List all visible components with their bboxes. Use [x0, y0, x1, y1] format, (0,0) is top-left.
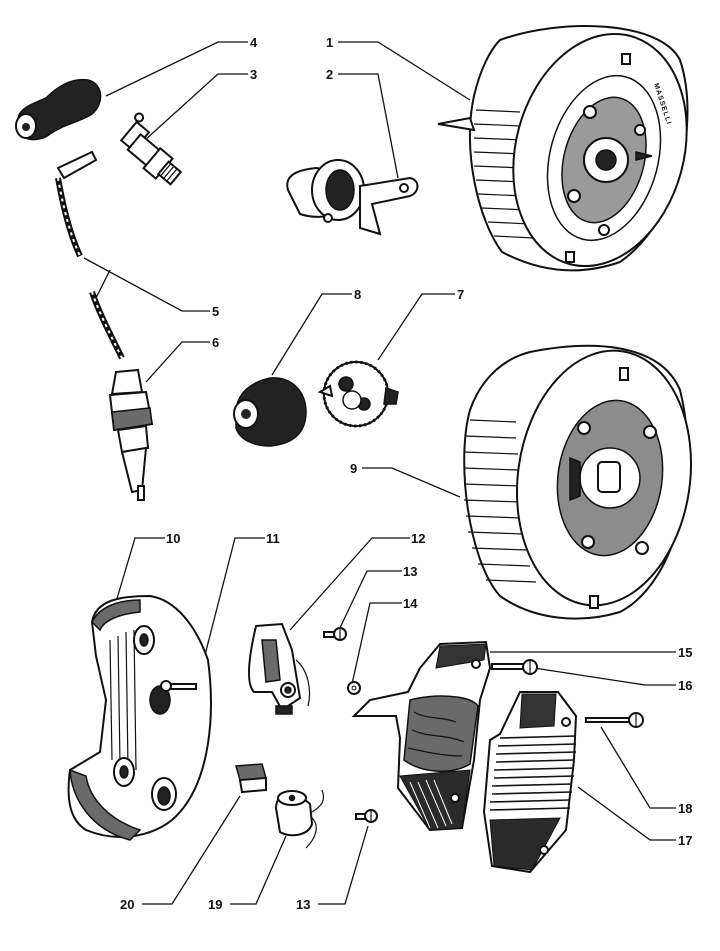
- part-1-flywheel-magneto: MASSELLI: [437, 25, 689, 272]
- part-8-rubber-boot: [233, 377, 307, 447]
- part-15-ignition-coil: [351, 640, 492, 832]
- leader-13a: [337, 570, 402, 633]
- callout-7: 7: [457, 287, 464, 302]
- callout-1: 1: [326, 35, 333, 50]
- callout-17: 17: [678, 833, 692, 848]
- leader-13b: [318, 825, 369, 905]
- part-10-stator-plate: [67, 594, 212, 841]
- leader-3: [144, 73, 248, 141]
- part-5-hv-lead: [55, 150, 125, 360]
- part-11-pivot-pin: [160, 680, 197, 692]
- leader-8: [271, 293, 352, 376]
- leader-18: [600, 726, 676, 809]
- callout-6: 6: [212, 335, 219, 350]
- leader-1: [338, 41, 471, 101]
- callout-10: 10: [166, 531, 180, 546]
- leader-lines: [83, 41, 676, 905]
- callout-2: 2: [326, 67, 333, 82]
- callout-4: 4: [250, 35, 258, 50]
- callout-13a: 13: [403, 564, 417, 579]
- callout-20: 20: [120, 897, 134, 912]
- callout-9: 9: [350, 461, 357, 476]
- part-3-spark-plug: [119, 112, 183, 186]
- flywheel-9-fins: [463, 419, 537, 583]
- part-13b-screw: [355, 809, 378, 823]
- callout-15: 15: [678, 645, 692, 660]
- part-20-felt-lubricator: [235, 763, 267, 794]
- leader-14: [351, 602, 402, 685]
- part-12-contact-breaker: [247, 622, 311, 715]
- callout-14: 14: [403, 596, 418, 611]
- leader-2: [338, 73, 399, 179]
- leader-20: [142, 795, 241, 905]
- callout-11: 11: [266, 531, 280, 546]
- leader-12: [289, 537, 410, 631]
- leader-5: [83, 257, 210, 312]
- leader-11: [195, 537, 265, 691]
- callout-labels: 4 3 1 2 5 6 8 7 9 10 11 12 13 14 15 16 1…: [120, 35, 692, 912]
- part-17-lighting-coil: [482, 691, 578, 874]
- callout-16: 16: [678, 678, 692, 693]
- part-6-suppressor-connector: [108, 368, 154, 501]
- part-2-cam-hub: [286, 159, 419, 236]
- callout-18: 18: [678, 801, 692, 816]
- leader-19: [230, 835, 287, 905]
- callout-8: 8: [354, 287, 361, 302]
- leader-17: [577, 786, 676, 841]
- leader-7: [377, 293, 455, 361]
- part-18-long-screw: [585, 712, 644, 728]
- leader-5b: [95, 269, 111, 299]
- part-16-coil-screw: [491, 659, 538, 675]
- leader-16: [533, 667, 676, 686]
- callout-5: 5: [212, 304, 219, 319]
- part-9-flywheel-rotor: [463, 344, 693, 620]
- callout-3: 3: [250, 67, 257, 82]
- part-4-spark-plug-cap: [15, 78, 102, 141]
- leader-6: [145, 341, 210, 383]
- leader-4: [105, 41, 248, 97]
- callout-13b: 13: [296, 897, 310, 912]
- leader-10: [115, 537, 165, 603]
- part-14-washer: [347, 681, 361, 695]
- part-13a-screw: [323, 627, 347, 641]
- part-19-condenser: [274, 789, 325, 849]
- callout-12: 12: [411, 531, 425, 546]
- leader-9: [362, 467, 461, 498]
- callout-19: 19: [208, 897, 222, 912]
- part-7-advance-unit: [317, 360, 399, 428]
